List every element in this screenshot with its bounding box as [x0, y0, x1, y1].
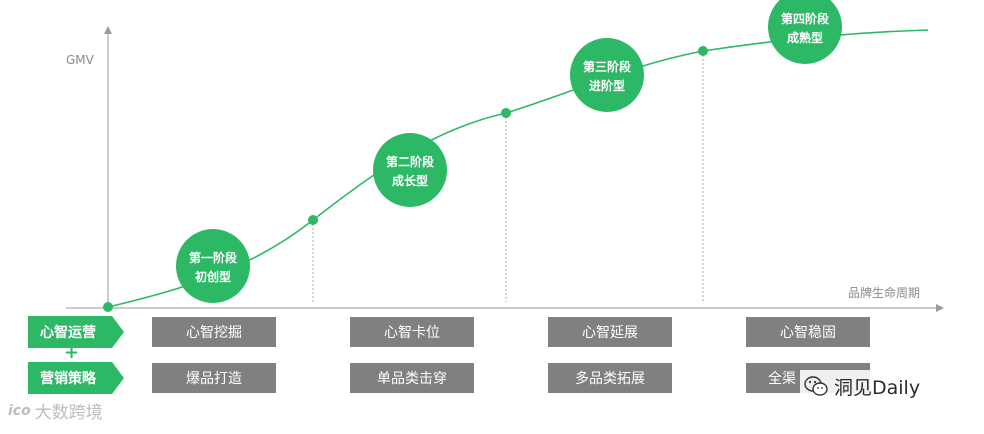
stage-2-type: 成长型	[392, 173, 428, 188]
mind-item-1: 心智挖掘	[152, 317, 276, 347]
mind-item-4: 心智稳固	[746, 317, 870, 347]
stage-1-type: 初创型	[195, 269, 231, 284]
marketing-item-3: 多品类拓展	[548, 363, 672, 393]
watermark-left: ico 大数跨境	[8, 398, 103, 424]
watermark-right: 洞见Daily	[800, 370, 929, 402]
plus-sign: +	[64, 342, 80, 363]
stage-3-type: 进阶型	[589, 78, 625, 93]
stage-4-title: 第四阶段	[781, 11, 830, 26]
marketing-strategy-label: 营销策略	[28, 362, 124, 394]
stage-2-badge: 第二阶段 成长型	[373, 133, 447, 207]
mind-operation-label: 心智运营	[28, 316, 124, 348]
wechat-icon	[804, 376, 828, 396]
mind-item-2: 心智卡位	[350, 317, 474, 347]
marketing-item-1: 爆品打造	[152, 363, 276, 393]
stage-4-badge: 第四阶段 成熟型	[768, 0, 842, 64]
curve-point-2	[501, 108, 511, 118]
watermark-right-text: 洞见Daily	[834, 376, 921, 399]
stage-4-type: 成熟型	[787, 30, 823, 45]
arrow-tag-shape	[28, 316, 124, 348]
stage-3-badge: 第三阶段 进阶型	[570, 38, 644, 112]
stage-1-title: 第一阶段	[189, 250, 238, 265]
marketing-strategy-text: 营销策略	[40, 371, 96, 387]
stage-3-title: 第三阶段	[583, 59, 632, 74]
stage-2-title: 第二阶段	[386, 154, 435, 169]
mind-operation-text: 心智运营	[40, 325, 96, 341]
curve-point-3	[698, 46, 708, 56]
y-axis-label: GMV	[66, 53, 95, 67]
x-axis-label: 品牌生命周期	[848, 285, 920, 300]
stage-1-badge: 第一阶段 初创型	[176, 229, 250, 303]
curve-point-1	[308, 215, 318, 225]
arrow-tag-shape	[28, 362, 124, 394]
mind-item-3: 心智延展	[548, 317, 672, 347]
curve-point-origin	[103, 302, 113, 312]
watermark-logo: ico	[8, 402, 31, 419]
marketing-item-2: 单品类击穿	[350, 363, 474, 393]
watermark-left-text: 大数跨境	[34, 403, 103, 423]
